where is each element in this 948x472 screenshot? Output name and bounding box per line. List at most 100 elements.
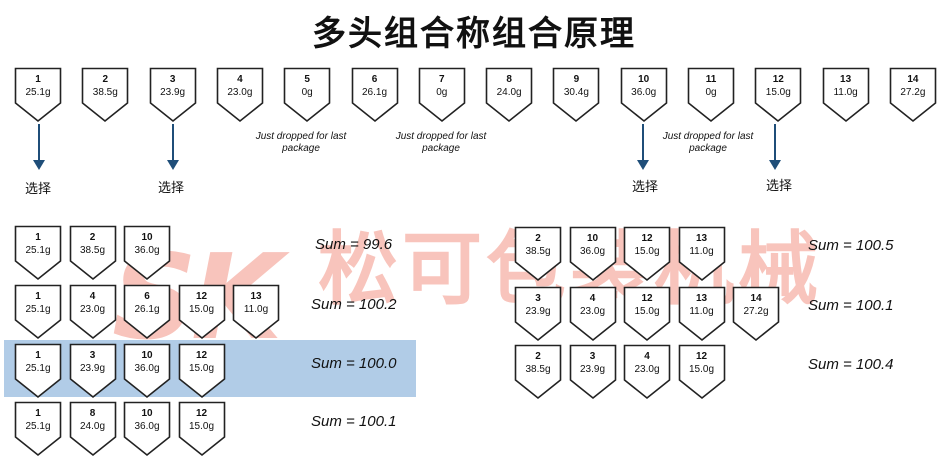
bucket-number: 3	[169, 74, 176, 85]
weigh-bucket: 12 15.0g	[623, 226, 671, 282]
bucket-weight: 15.0g	[634, 306, 660, 317]
weigh-bucket: 3 23.9g	[514, 286, 562, 342]
arrow-down-icon	[769, 124, 781, 170]
bucket-number: 1	[35, 350, 41, 361]
arrow-down-icon	[33, 124, 45, 170]
weigh-bucket: 4 23.0g	[569, 286, 617, 342]
bucket-number: 4	[89, 291, 96, 302]
bucket-weight: 23.0g	[634, 364, 660, 375]
choose-label-bucket-10: 选择	[632, 180, 659, 195]
weigh-bucket: 6 26.1g	[123, 284, 171, 340]
sum-left-1: Sum = 99.6	[315, 236, 393, 253]
bucket-number: 2	[535, 351, 541, 362]
bucket-number: 13	[695, 293, 708, 304]
bucket-weight: 15.0g	[188, 421, 215, 432]
bucket-number: 6	[144, 291, 150, 302]
bucket-weight: 23.0g	[227, 87, 253, 98]
bucket-weight: 25.1g	[25, 304, 51, 315]
bucket-number: 2	[89, 232, 96, 243]
bucket-number: 12	[641, 293, 653, 304]
bucket-weight: 24.0g	[79, 421, 106, 432]
weigh-bucket: 12 15.0g	[754, 67, 802, 123]
weigh-bucket: 2 38.5g	[81, 67, 129, 123]
bucket-weight: 11.0g	[689, 246, 714, 257]
choose-label-bucket-3: 选择	[158, 181, 185, 196]
bucket-number: 10	[141, 232, 153, 243]
bucket-weight: 15.0g	[188, 304, 215, 315]
bucket-number: 2	[102, 74, 109, 85]
bucket-number: 14	[750, 293, 762, 304]
bucket-weight: 23.0g	[579, 306, 606, 317]
bucket-weight: 11.0g	[689, 306, 714, 317]
bucket-number: 10	[638, 74, 650, 85]
bucket-weight: 36.0g	[631, 87, 657, 98]
bucket-weight: 26.1g	[361, 87, 388, 98]
bucket-number: 13	[840, 74, 852, 85]
bucket-number: 3	[589, 351, 596, 362]
sum-left-3: Sum = 100.0	[311, 355, 397, 372]
weigh-bucket: 14 27.2g	[889, 67, 937, 123]
bucket-weight: 15.0g	[188, 363, 215, 374]
sum-left-4: Sum = 100.1	[311, 413, 397, 430]
bucket-weight: 36.0g	[134, 363, 160, 374]
bucket-number: 13	[695, 233, 708, 244]
bucket-weight: 25.1g	[25, 421, 51, 432]
choose-label-bucket-1: 选择	[25, 182, 52, 197]
bucket-weight: 15.0g	[634, 246, 660, 257]
bucket-weight: 38.5g	[92, 87, 118, 98]
bucket-weight: 38.5g	[79, 245, 106, 256]
bucket-weight: 0g	[705, 87, 717, 98]
bucket-number: 11	[705, 74, 717, 85]
bucket-number: 4	[589, 293, 596, 304]
bucket-number: 1	[35, 291, 41, 302]
bucket-weight: 11.0g	[243, 304, 269, 315]
weigh-bucket: 12 15.0g	[623, 286, 671, 342]
bucket-weight: 36.0g	[134, 421, 160, 432]
bucket-weight: 15.0g	[765, 87, 791, 98]
bucket-weight: 26.1g	[134, 304, 160, 315]
bucket-weight: 0g	[301, 87, 313, 98]
bucket-weight: 36.0g	[134, 245, 160, 256]
bucket-weight: 30.4g	[563, 87, 589, 98]
bucket-weight: 25.1g	[25, 245, 51, 256]
note-bucket-11: Just dropped for last package	[662, 131, 754, 154]
bucket-weight: 23.9g	[160, 87, 186, 98]
choose-label-bucket-12: 选择	[766, 179, 793, 194]
bucket-weight: 11.0g	[833, 87, 858, 98]
bucket-number: 12	[772, 74, 784, 85]
bucket-weight: 23.9g	[525, 306, 551, 317]
weigh-bucket: 13 11.0g	[678, 286, 726, 342]
bucket-weight: 38.5g	[525, 364, 551, 375]
bucket-number: 9	[573, 74, 580, 85]
note-bucket-5: Just dropped for last package	[255, 131, 347, 154]
bucket-weight: 23.0g	[79, 304, 106, 315]
weigh-bucket: 2 38.5g	[69, 225, 117, 281]
sum-right-3: Sum = 100.4	[808, 356, 894, 373]
bucket-number: 12	[641, 233, 653, 244]
bucket-number: 1	[35, 74, 41, 85]
bucket-number: 5	[304, 74, 310, 85]
bucket-number: 14	[907, 74, 919, 85]
bucket-weight: 36.0g	[579, 246, 606, 257]
bucket-number: 8	[506, 74, 512, 85]
weigh-bucket: 10 36.0g	[123, 225, 171, 281]
bucket-weight: 23.9g	[579, 364, 606, 375]
bucket-number: 7	[439, 74, 445, 85]
bucket-weight: 24.0g	[496, 87, 522, 98]
bucket-weight: 27.2g	[900, 87, 926, 98]
weigh-bucket: 10 36.0g	[620, 67, 668, 123]
weigh-bucket: 9 30.4g	[552, 67, 600, 123]
bucket-number: 3	[535, 293, 541, 304]
